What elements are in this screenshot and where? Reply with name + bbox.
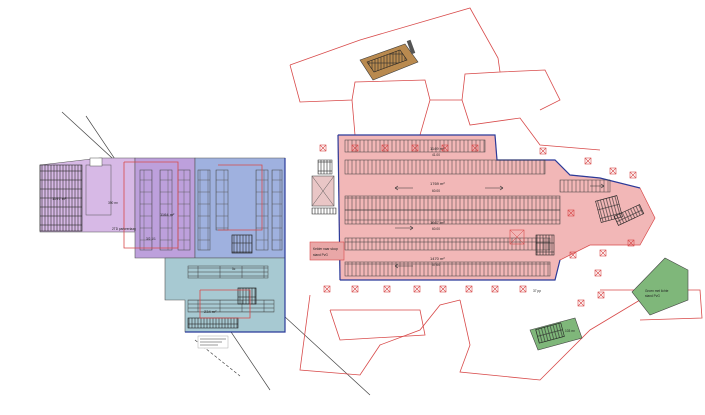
legend-block: legenda parkeerplaatsen overzicht niveau… bbox=[197, 335, 229, 349]
existing-buildings-outline bbox=[289, 7, 703, 381]
level-label-main-1: 41.00 bbox=[432, 153, 440, 157]
note-left-a: 2TD parkeerlaag bbox=[112, 227, 136, 231]
top-storage-block bbox=[359, 39, 419, 81]
area-label-left-b: 390 m² bbox=[108, 201, 118, 205]
area-label-left-d: 5c bbox=[232, 267, 236, 271]
green-area-label-2: stand PvG bbox=[645, 294, 660, 298]
level-label-main-4: 57.00 bbox=[432, 263, 440, 267]
level-label-main-2: 60.00 bbox=[432, 189, 440, 193]
right-zone: Groen met lichte stand PvG 103 m² bbox=[529, 257, 689, 351]
level-label-main-3: 60.00 bbox=[432, 227, 440, 231]
area-label-main-2: 1769 m² bbox=[430, 181, 445, 186]
area-label-main-1: 1149 m² bbox=[430, 146, 445, 151]
left-zone: 1197 m² 390 m² 2TD parkeerlaag 3/2 1/1 1… bbox=[39, 157, 286, 349]
area-label-bottom: 103 m² bbox=[565, 329, 575, 333]
area-label-left-e: 234 m² bbox=[204, 309, 217, 314]
area-label-main-3: 1667 m² bbox=[430, 220, 445, 225]
callout-line-1: Kelder naar sloop bbox=[313, 247, 338, 251]
area-label-left-c: 1164 m² bbox=[160, 212, 175, 217]
main-zone: Kelder naar sloop stand PvG 1149 m² 41.0… bbox=[309, 134, 656, 293]
direction-arrow-icon bbox=[394, 183, 605, 269]
side-label: 37 pp bbox=[533, 289, 541, 293]
area-label-left-a: 1197 m² bbox=[52, 196, 67, 201]
note-left-b: 3/2 1/1 bbox=[146, 237, 156, 241]
area-label-main-4: 1470 m² bbox=[430, 256, 445, 261]
callout-line-2: stand PvG bbox=[313, 253, 328, 257]
cross-box-icon bbox=[319, 144, 637, 307]
legend-row-3: totaal pp bbox=[200, 342, 212, 346]
green-area-label-1: Groen met lichte bbox=[645, 289, 669, 293]
